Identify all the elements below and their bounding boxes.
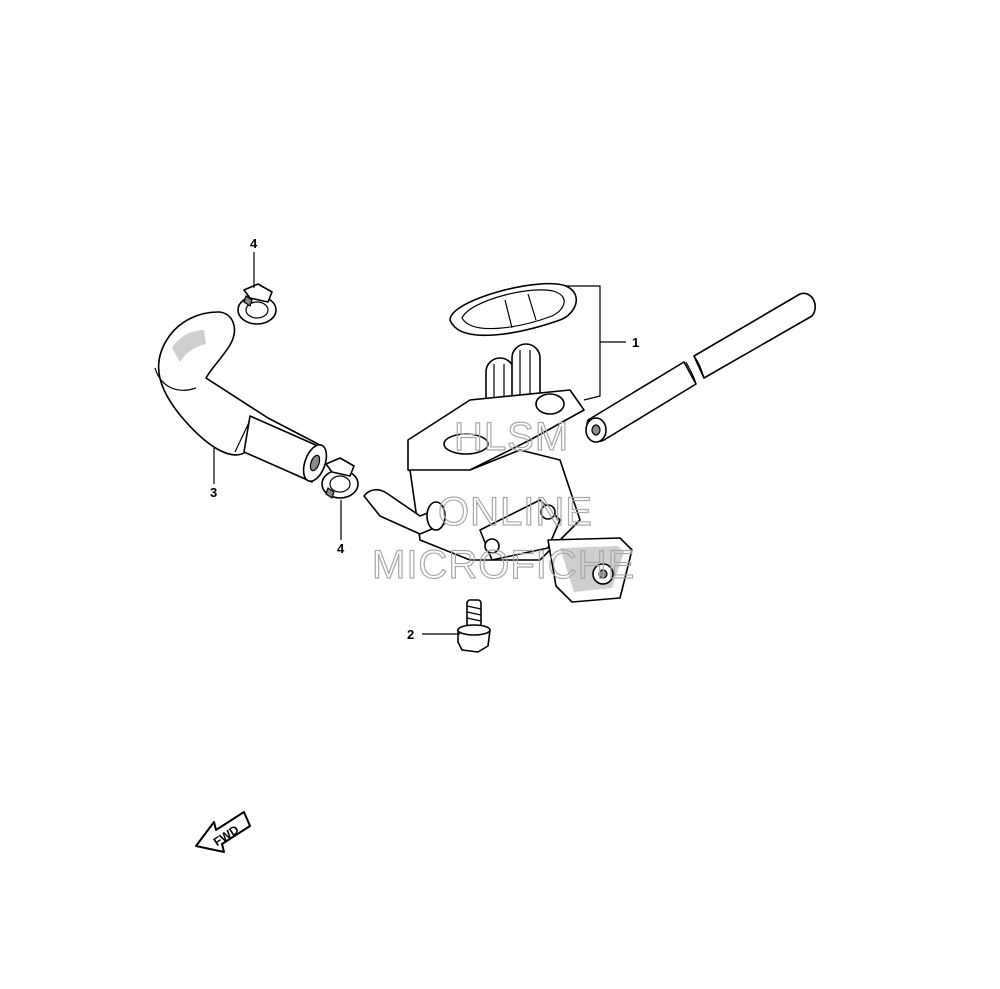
callout-2: 2 bbox=[407, 627, 414, 642]
hose-clamp-4-lower[interactable] bbox=[321, 457, 359, 499]
fuel-hose-3[interactable] bbox=[154, 311, 331, 484]
bolt-2[interactable] bbox=[457, 599, 491, 653]
leader-lines bbox=[213, 252, 626, 635]
fwd-arrow-icon: FWD bbox=[195, 811, 251, 853]
callout-4-lower: 4 bbox=[337, 541, 345, 556]
hose-clamp-4-upper[interactable] bbox=[237, 283, 277, 325]
watermark: HLSM ONLINE MICROFICHE bbox=[371, 414, 635, 587]
watermark-line-3: MICROFICHE bbox=[372, 543, 635, 587]
watermark-line-1: HLSM bbox=[454, 415, 569, 459]
watermark-line-2: ONLINE bbox=[438, 490, 593, 534]
callout-4-upper: 4 bbox=[250, 236, 258, 251]
callout-1: 1 bbox=[632, 335, 639, 350]
callout-3: 3 bbox=[210, 485, 217, 500]
fuel-cock-assembly-1[interactable] bbox=[363, 282, 633, 603]
fuel-hose-segments[interactable] bbox=[585, 292, 816, 443]
